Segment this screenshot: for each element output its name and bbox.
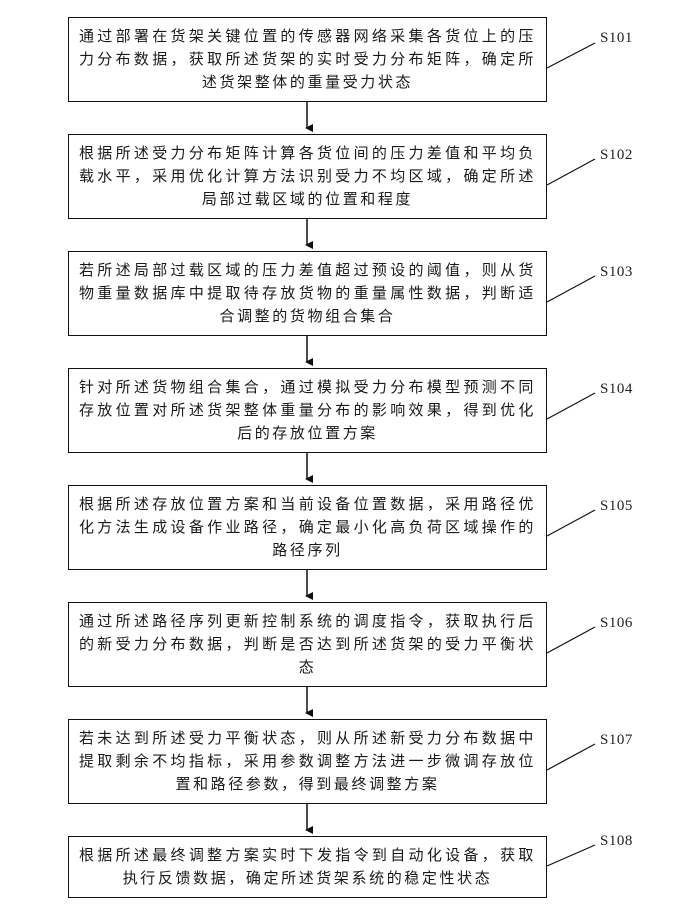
leader-line-s105 (547, 510, 595, 536)
step-box-s103: 若所述局部过载区域的压力差值超过预设的阈值，则从货物重量数据库中提取待存放货物的… (68, 251, 547, 336)
leader-line-s101 (547, 43, 595, 68)
step-label-s108: S108 (600, 833, 633, 850)
step-box-s108: 根据所述最终调整方案实时下发指令到自动化设备，获取执行反馈数据，确定所述货架系统… (68, 836, 547, 898)
step-label-s106: S106 (600, 615, 633, 632)
step-box-s101: 通过部署在货架关键位置的传感器网络采集各货位上的压力分布数据，获取所述货架的实时… (68, 17, 547, 102)
step-box-s105: 根据所述存放位置方案和当前设备位置数据，采用路径优化方法生成设备作业路径，确定最… (68, 485, 547, 570)
step-text: 根据所述受力分布矩阵计算各货位间的压力差值和平均负载水平，采用优化计算方法识别受… (79, 142, 536, 211)
step-label-s104: S104 (600, 381, 633, 398)
step-text: 若所述局部过载区域的压力差值超过预设的阈值，则从货物重量数据库中提取待存放货物的… (79, 259, 536, 328)
leader-line-s107 (547, 744, 595, 770)
leader-line-s108 (547, 845, 595, 866)
step-text: 根据所述最终调整方案实时下发指令到自动化设备，获取执行反馈数据，确定所述货架系统… (79, 844, 536, 890)
step-text: 通过所述路径序列更新控制系统的调度指令，获取执行后的新受力分布数据，判断是否达到… (79, 610, 536, 679)
step-label-s107: S107 (600, 732, 633, 749)
step-box-s107: 若未达到所述受力平衡状态，则从所述新受力分布数据中提取剩余不均指标，采用参数调整… (68, 719, 547, 804)
step-label-s105: S105 (600, 498, 633, 515)
step-box-s102: 根据所述受力分布矩阵计算各货位间的压力差值和平均负载水平，采用优化计算方法识别受… (68, 134, 547, 219)
step-text: 针对所述货物组合集合，通过模拟受力分布模型预测不同存放位置对所述货架整体重量分布… (79, 376, 536, 445)
step-box-s106: 通过所述路径序列更新控制系统的调度指令，获取执行后的新受力分布数据，判断是否达到… (68, 602, 547, 687)
leader-line-s103 (547, 276, 595, 302)
step-text: 通过部署在货架关键位置的传感器网络采集各货位上的压力分布数据，获取所述货架的实时… (79, 25, 536, 94)
step-box-s104: 针对所述货物组合集合，通过模拟受力分布模型预测不同存放位置对所述货架整体重量分布… (68, 368, 547, 453)
step-label-s102: S102 (600, 147, 633, 164)
leader-line-s104 (547, 393, 595, 419)
step-label-s101: S101 (600, 30, 633, 47)
step-text: 若未达到所述受力平衡状态，则从所述新受力分布数据中提取剩余不均指标，采用参数调整… (79, 727, 536, 796)
step-label-s103: S103 (600, 264, 633, 281)
leader-line-s102 (547, 159, 595, 185)
step-text: 根据所述存放位置方案和当前设备位置数据，采用路径优化方法生成设备作业路径，确定最… (79, 493, 536, 562)
leader-line-s106 (547, 627, 595, 653)
